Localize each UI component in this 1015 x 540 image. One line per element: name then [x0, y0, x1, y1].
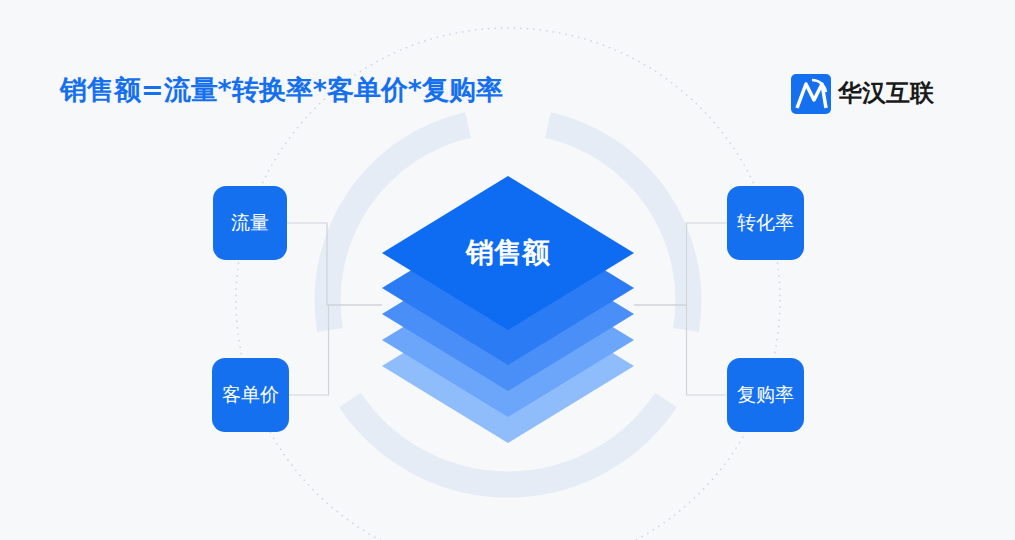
node-label: 销售额 — [466, 234, 550, 272]
diagram-title: 销售额=流量*转换率*客单价*复购率 — [60, 72, 503, 108]
factor-box: 客单价 — [212, 358, 289, 432]
connector-line — [287, 223, 382, 305]
factor-box: 流量 — [213, 186, 287, 260]
result-diamond: 销售额 — [382, 176, 634, 330]
connector-line — [289, 305, 383, 395]
logo-text: 华汉互联 — [838, 77, 934, 109]
node-label: 流量 — [231, 210, 269, 236]
factor-box: 转化率 — [727, 186, 804, 260]
logo-icon — [791, 74, 831, 114]
node-label: 转化率 — [737, 210, 794, 236]
factor-box: 复购率 — [727, 358, 804, 432]
connector-line — [634, 305, 727, 395]
node-label: 复购率 — [737, 382, 794, 408]
connector-line — [634, 223, 727, 305]
node-label: 客单价 — [222, 382, 279, 408]
